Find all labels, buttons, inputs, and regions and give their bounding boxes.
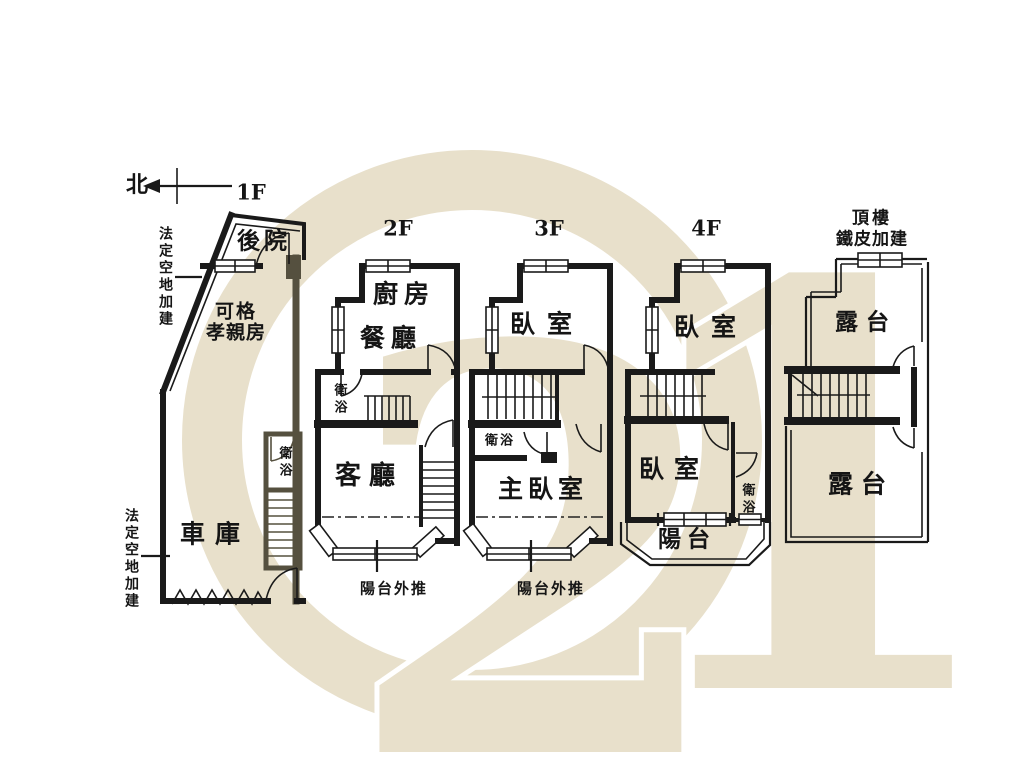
window-4f-top	[680, 259, 726, 273]
stairs-2f-right	[419, 445, 455, 527]
floorplan-1f	[141, 211, 306, 606]
bay-window-3f	[462, 522, 613, 572]
window-4f-bedroom	[656, 512, 732, 527]
stairs-2f-mid	[364, 395, 411, 421]
room-label-bath-1f: 衛浴	[276, 446, 292, 480]
door-roof-upper	[892, 345, 915, 368]
door-roof-lower	[892, 426, 915, 449]
window-3f-top	[523, 259, 569, 273]
window-2f-left	[331, 306, 345, 354]
compass-north-label: 北	[125, 172, 149, 198]
door-2f-bath	[340, 373, 363, 397]
window-2f-top	[365, 259, 411, 273]
note-legal-setback-bottom: 法定空地加建	[123, 508, 139, 610]
bathroom-4f	[731, 422, 770, 526]
floorplan-2f	[308, 259, 460, 572]
floorplan-roof	[784, 252, 930, 544]
garage-shutter	[171, 588, 265, 606]
floor-label-3f: 3F	[534, 215, 564, 241]
room-label-bedroom-4f-lower: 臥室	[638, 454, 710, 484]
door-4f-bedroom	[703, 423, 729, 451]
room-label-bath-2f: 衛浴	[331, 383, 347, 417]
room-label-backyard: 後院	[237, 227, 291, 255]
room-label-terrace-lower: 露台	[827, 469, 895, 499]
room-label-balcony-4f: 陽台	[658, 525, 716, 553]
room-label-bath-4f: 衛浴	[739, 483, 755, 517]
floor-label-2f: 2F	[383, 215, 413, 241]
door-3f-bedroom	[583, 344, 610, 373]
watermark-digit-2: 2	[342, 227, 732, 770]
floor-label-1f: 1F	[236, 179, 266, 205]
bay-window-2f	[308, 522, 460, 572]
stairs-4f	[640, 374, 706, 418]
window-1f-backyard	[214, 259, 256, 273]
note-balcony-push-3f: 陽台外推	[516, 579, 586, 598]
window-3f-left	[485, 306, 499, 354]
door-2f-hall	[427, 344, 460, 375]
room-label-flexroom-line2: 孝親房	[205, 321, 267, 344]
door-3f-master	[575, 423, 602, 453]
stairs-3f	[482, 370, 559, 426]
room-label-flexroom-line1: 可格	[214, 300, 258, 323]
room-label-master-bedroom: 主臥室	[497, 474, 589, 504]
wall-stub-3f	[541, 452, 557, 463]
room-label-garage: 車庫	[179, 519, 251, 549]
floorplan-4f	[619, 259, 772, 567]
compass-north-arrow	[143, 168, 232, 204]
watermark-digit-1: 1	[618, 163, 1008, 770]
watermark-c21-logo: 2 1	[182, 150, 1013, 770]
note-balcony-push-2f: 陽台外推	[359, 579, 429, 598]
floorplan-3f	[462, 259, 613, 572]
door-1f-garage	[265, 567, 306, 604]
room-label-bedroom-3f: 臥室	[509, 309, 585, 339]
room-label-terrace-upper: 露台	[835, 308, 897, 336]
floor-label-roof-line1: 頂樓	[852, 208, 892, 229]
balcony-4f	[619, 522, 772, 567]
door-3f-bath	[523, 431, 548, 456]
note-legal-setback-top: 法定空地加建	[157, 226, 173, 328]
floor-label-roof-line2: 鐵皮加建	[836, 229, 908, 250]
window-4f-left	[645, 306, 659, 354]
room-label-bedroom-4f-upper: 臥室	[673, 312, 749, 342]
room-label-living: 客廳	[334, 461, 404, 491]
door-2f-stairs	[424, 419, 454, 448]
room-label-bath-3f: 衛浴	[484, 433, 516, 449]
roof-lower-terrace	[784, 262, 930, 544]
floor-label-4f: 4F	[691, 215, 721, 241]
door-1f-backyard	[255, 232, 290, 267]
room-label-kitchen: 廚房	[372, 279, 436, 309]
roof-upper-room	[804, 252, 927, 368]
stairs-roof	[784, 368, 900, 425]
room-label-dining: 餐廳	[359, 323, 423, 353]
